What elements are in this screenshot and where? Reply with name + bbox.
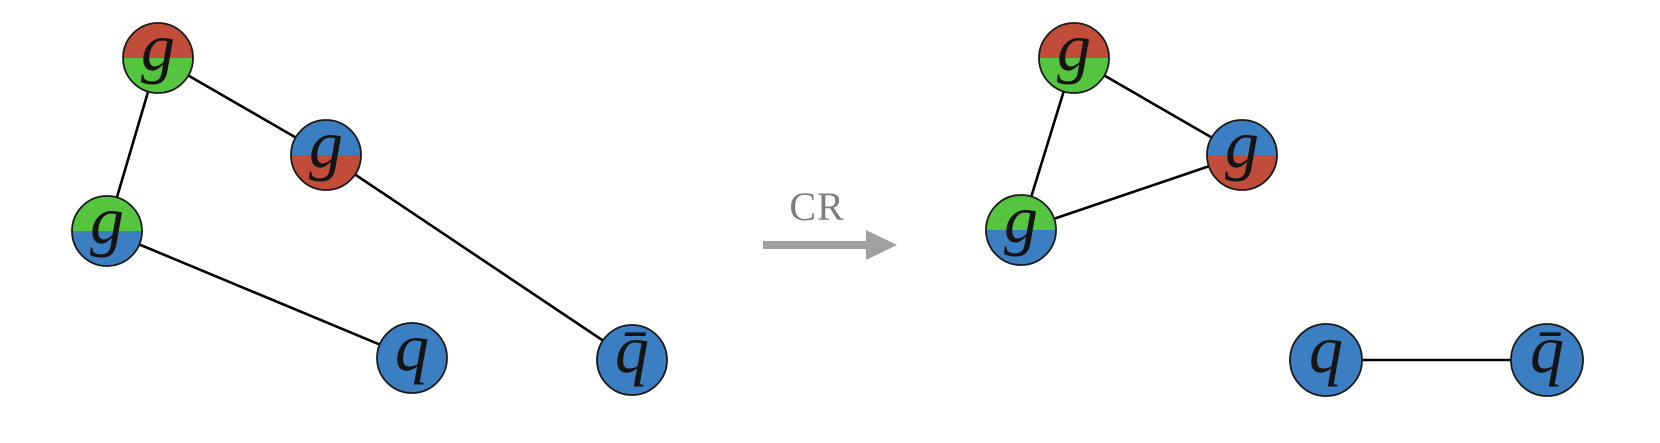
node-gluon-3-right: g [985,181,1057,266]
right-graph-edges [1019,56,1549,362]
right-graph: g g g q q̄ [985,9,1584,397]
gluon-1-right-bottom-half [1039,58,1109,93]
gluon-3-right-bottom-half [986,230,1056,265]
quark-circle [376,322,448,394]
node-gluon-2: g [290,106,362,191]
node-quark: q [376,309,448,394]
gluon-1-top-half [123,23,193,58]
edge-gluon3-gluon2-right [1019,153,1244,232]
node-quark-right: q [1289,311,1363,397]
gluon-2-right-label: g [1225,106,1259,182]
quark-right-label: q [1309,311,1343,387]
gluon-2-right-bottom-half [1207,155,1277,190]
gluon-1-right-label: g [1057,9,1091,85]
gluon-3-label: g [90,182,124,258]
cr-arrow-shaft [763,241,869,249]
gluon-1-label: g [141,9,175,85]
cr-arrow-label: CR [789,184,844,229]
gluon-2-top-half [291,120,361,155]
quark-right-circle [1289,323,1363,397]
node-gluon-1-right: g [1038,9,1110,94]
gluon-3-right-label: g [1004,181,1038,257]
antiquark-right-circle [1510,323,1584,397]
gluon-1-bottom-half [123,58,193,93]
gluon-2-right-top-half [1207,120,1277,155]
gluon-3-top-half [72,196,142,231]
cr-arrow: CR [763,184,897,260]
antiquark-circle [596,324,668,396]
node-antiquark-right: q̄ [1510,311,1584,397]
gluon-3-bottom-half [72,231,142,266]
node-antiquark: q̄ [596,311,668,396]
node-gluon-2-right: g [1206,106,1278,191]
left-graph: g g g q q̄ [71,9,668,396]
antiquark-right-label: q̄ [1530,311,1564,387]
cr-arrow-head [866,230,897,260]
antiquark-label: q̄ [615,311,649,387]
node-gluon-1: g [122,9,194,94]
left-graph-edges [105,56,634,362]
gluon-2-bottom-half [291,155,361,190]
gluon-3-right-outline [985,194,1057,266]
gluon-2-label: g [309,106,343,182]
gluon-1-outline [122,22,194,94]
gluon-1-right-top-half [1039,23,1109,58]
gluon-2-right-outline [1206,119,1278,191]
edge-gluon2-antiquark [324,153,634,362]
quark-label: q [395,309,429,385]
gluon-3-outline [71,195,143,267]
gluon-1-right-outline [1038,22,1110,94]
gluon-2-outline [290,119,362,191]
node-gluon-3: g [71,182,143,267]
gluon-3-right-top-half [986,195,1056,230]
edge-gluon3-quark [105,229,414,360]
